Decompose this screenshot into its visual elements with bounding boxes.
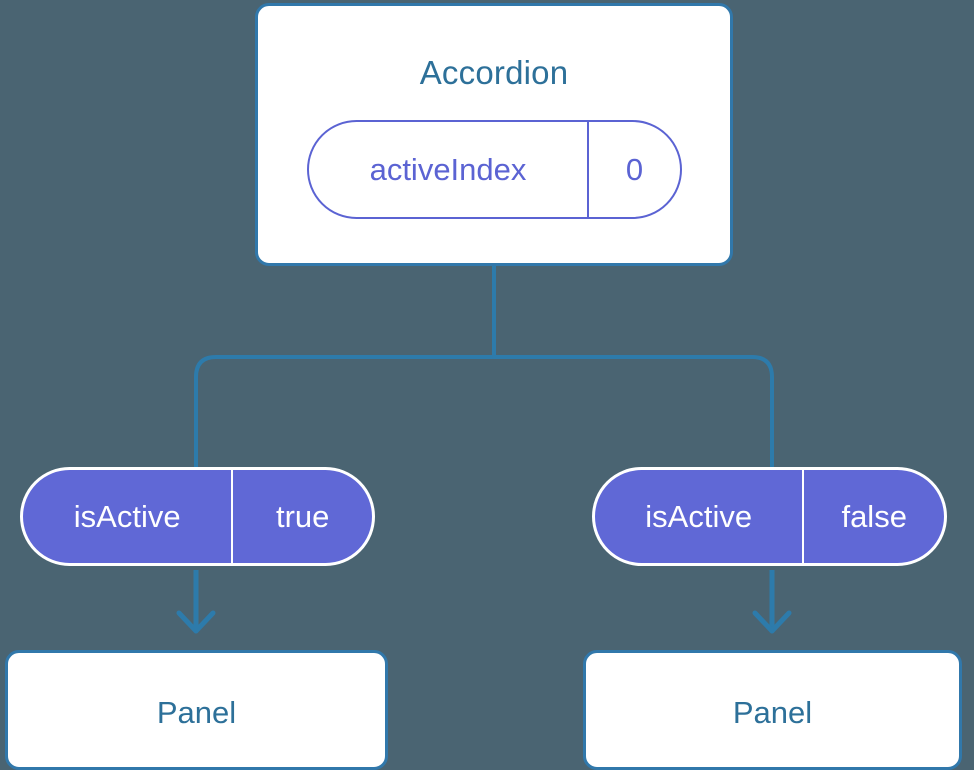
prop-pill-left-key: isActive <box>73 498 181 534</box>
state-pill-active-index[interactable]: activeIndex 0 <box>307 120 682 219</box>
prop-pill-right-value: false <box>802 470 944 563</box>
panel-component-node-right[interactable]: Panel <box>583 650 962 770</box>
prop-pill-is-active-left[interactable]: isActive true <box>20 467 375 566</box>
state-pill-value: 0 <box>586 122 680 217</box>
panel-title-left: Panel <box>156 695 237 730</box>
panel-component-node-left[interactable]: Panel <box>5 650 388 770</box>
state-pill-key: activeIndex <box>369 151 527 187</box>
connector-bus-right <box>492 355 774 502</box>
prop-pill-is-active-right[interactable]: isActive false <box>592 467 947 566</box>
panel-title-right: Panel <box>732 695 813 730</box>
arrow-left-head-icon <box>176 610 216 634</box>
arrow-right-head-icon <box>752 610 792 634</box>
prop-pill-right-key: isActive <box>645 498 753 534</box>
connector-bus-left <box>194 355 496 502</box>
prop-pill-left-value: true <box>231 470 372 563</box>
accordion-title: Accordion <box>419 54 569 91</box>
